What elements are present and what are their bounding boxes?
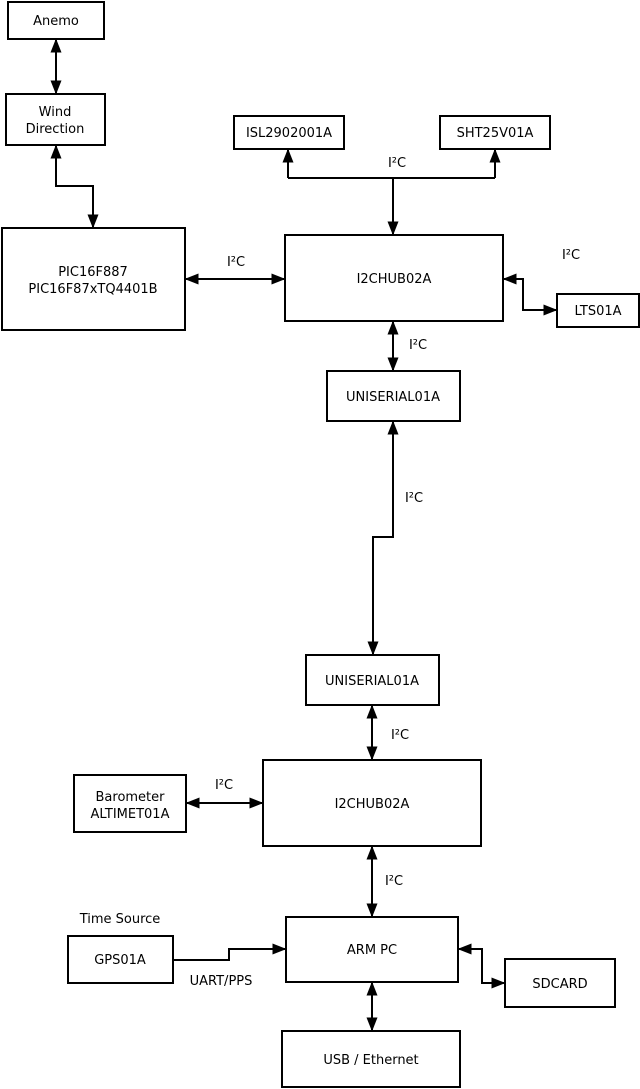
connector-armpc-sdcard [457,943,506,989]
wind-direction-label-line2: Direction [26,122,85,137]
barometer-box [73,774,187,833]
gps01a-box [67,935,174,984]
i2c-label-hub-uniserial: I²C [409,338,427,353]
barometer-label-line2: ALTIMET01A [91,807,170,822]
node-wind-direction: Wind Direction [5,93,106,146]
sht25v01a-label: SHT25V01A [457,126,534,141]
time-source-label: Time Source [79,912,161,927]
sdcard-label: SDCARD [532,977,587,992]
node-usb-ethernet: USB / Ethernet [281,1030,461,1088]
lts01a-label: LTS01A [574,304,621,319]
gps01a-label: GPS01A [94,953,146,968]
usb-ethernet-label: USB / Ethernet [323,1053,418,1068]
i2chub-lower-label: I2CHUB02A [335,797,410,812]
i2c-label-sensor-branch: I²C [388,156,406,171]
isl2902001a-label: ISL2902001A [246,126,332,141]
i2chub-upper-label: I2CHUB02A [357,272,432,287]
node-uniserial-lower: UNISERIAL01A [305,654,440,706]
node-sht25v01a: SHT25V01A [439,115,551,150]
node-uniserial-upper: UNISERIAL01A [326,370,461,422]
connector-gps-armpc [173,943,287,961]
node-i2chub-lower: I2CHUB02A [262,759,482,847]
i2chub-lower-box [262,759,482,847]
pic-label-line1: PIC16F887 [58,265,128,280]
i2c-label-uniserial-hub: I²C [391,728,409,743]
node-arm-pc: ARM PC [285,916,459,983]
isl2902001a-box [233,115,345,150]
node-lts01a: LTS01A [556,293,640,328]
i2c-label-pic-hub: I²C [227,255,245,270]
edge-labels: I²C I²C I²C I²C I²C I²C I²C I²C Time Sou… [79,156,580,989]
arm-pc-box [285,916,459,983]
node-pic: PIC16F887 PIC16F87xTQ4401B [1,227,186,331]
connector-winddirection-pic [50,144,99,229]
sht25v01a-box [439,115,551,150]
uniserial-upper-box [326,370,461,422]
anemo-label: Anemo [33,14,79,29]
connector-uniserial-upper-uniserial-lower [367,420,399,656]
uniserial-upper-label: UNISERIAL01A [346,390,440,405]
node-barometer: Barometer ALTIMET01A [73,774,187,833]
uniserial-lower-label: UNISERIAL01A [325,674,419,689]
arm-pc-label: ARM PC [347,943,397,958]
i2c-label-long-link: I²C [405,491,423,506]
wind-direction-box [5,93,106,146]
pic-box [1,227,186,331]
uart-pps-label: UART/PPS [190,974,253,989]
usb-ethernet-box [281,1030,461,1088]
lts01a-box [556,293,640,328]
node-anemo: Anemo [7,1,105,40]
connectors [50,38,558,1032]
node-isl2902001a: ISL2902001A [233,115,345,150]
barometer-label-line1: Barometer [96,790,166,805]
node-sdcard: SDCARD [504,958,616,1008]
wind-direction-label-line1: Wind [39,105,72,120]
uniserial-lower-box [305,654,440,706]
pic-label-line2: PIC16F87xTQ4401B [28,282,157,297]
connector-i2chub-upper-lts01a [502,273,558,316]
i2chub-upper-box [284,234,504,322]
sdcard-box [504,958,616,1008]
node-gps01a: GPS01A [67,935,174,984]
node-i2chub-upper: I2CHUB02A [284,234,504,322]
i2c-label-hub-lts: I²C [562,248,580,263]
anemo-box [7,1,105,40]
i2c-label-hub-armpc: I²C [385,874,403,889]
i2c-label-barometer-hub: I²C [215,778,233,793]
